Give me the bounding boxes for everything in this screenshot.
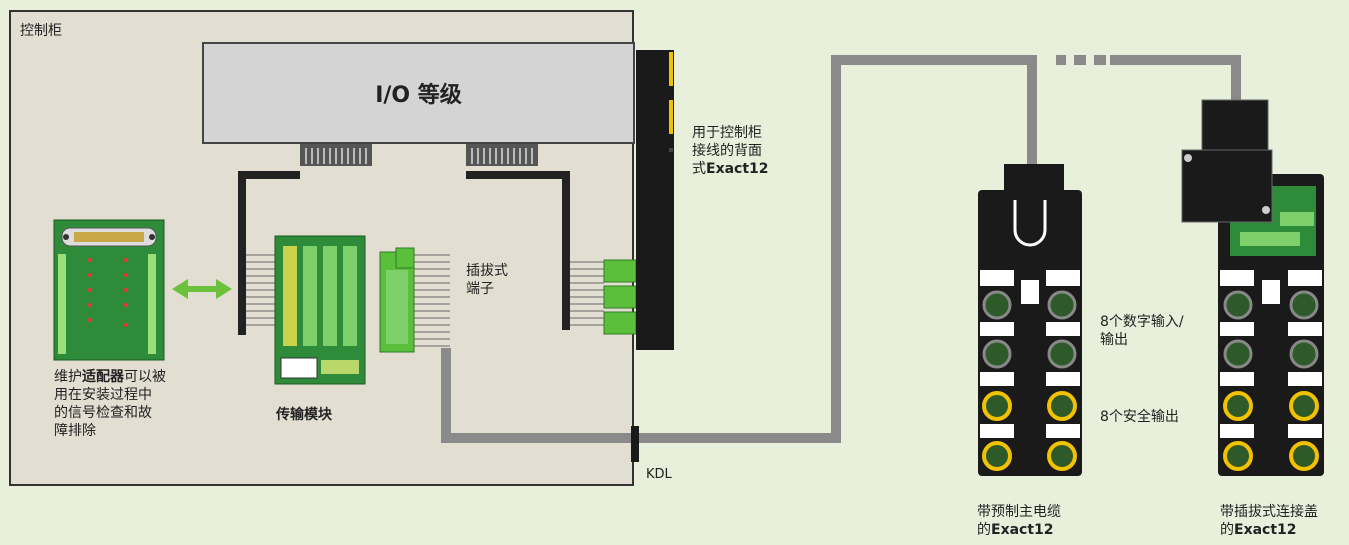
maintenance-adapter-board — [53, 219, 165, 361]
double-arrow-icon — [172, 279, 232, 299]
exact12-box-right — [1181, 99, 1324, 476]
adapter-text-pre: 维护 — [54, 369, 82, 385]
ribbon-lines-right — [570, 261, 604, 326]
io-level-label: I/O 等级 — [375, 83, 462, 108]
right-box-caption: 带插拔式连接盖的Exact12 — [1220, 503, 1318, 539]
io-ribbon-connector-left — [300, 144, 372, 166]
adapter-text-post: 可以被 用在安装过程中 的信号检查和故 障排除 — [54, 369, 166, 439]
transfer-module-board — [274, 235, 366, 385]
plug-in-terminal — [379, 247, 415, 353]
cable-right-segment — [1110, 55, 1241, 108]
back-exact12-label: 用于控制柜接线的背面式Exact12 — [692, 124, 769, 178]
adapter-text-bold: 适配器 — [82, 369, 124, 385]
right-caption-pre: 的 — [1220, 522, 1234, 538]
left-box-caption: 带预制主电缆的Exact12 — [977, 503, 1061, 539]
back-exact12-line3: 式 — [692, 161, 706, 177]
cabinet-label: 控制柜 — [20, 23, 62, 39]
cable-break-dashes — [1056, 55, 1106, 65]
io-level-box: I/O 等级 — [202, 42, 635, 144]
left-caption-line1: 带预制主电缆 — [977, 504, 1061, 520]
kdl-label: KDL — [646, 467, 672, 482]
transfer-module-label: 传输模块 — [276, 407, 332, 423]
right-caption-bold: Exact12 — [1234, 522, 1297, 538]
internal-wire-right — [466, 171, 570, 330]
left-caption-pre: 的 — [977, 522, 991, 538]
back-exact12-bold: Exact12 — [706, 161, 769, 177]
internal-wire-left — [238, 171, 300, 335]
back-mount-connectors — [603, 259, 637, 335]
right-caption-line1: 带插拔式连接盖 — [1220, 504, 1318, 520]
adapter-description: 维护适配器可以被 用在安装过程中 的信号检查和故 障排除 — [54, 368, 224, 440]
ribbon-lines-left — [246, 254, 277, 326]
left-caption-bold: Exact12 — [991, 522, 1054, 538]
back-exact12-line1: 用于控制柜 — [692, 125, 762, 141]
kdl-marker — [631, 426, 639, 462]
digital-io-label: 8个数字输入/ 输出 — [1100, 314, 1184, 348]
plug-terminal-label: 插拔式 端子 — [466, 263, 508, 297]
safety-output-label: 8个安全输出 — [1100, 409, 1179, 425]
exact12-back-mount — [636, 50, 674, 350]
io-ribbon-connector-right — [466, 144, 538, 166]
main-cable — [441, 55, 1037, 443]
ribbon-lines-terminal — [414, 254, 450, 347]
exact12-box-left — [978, 164, 1082, 476]
back-exact12-line2: 接线的背面 — [692, 143, 762, 159]
